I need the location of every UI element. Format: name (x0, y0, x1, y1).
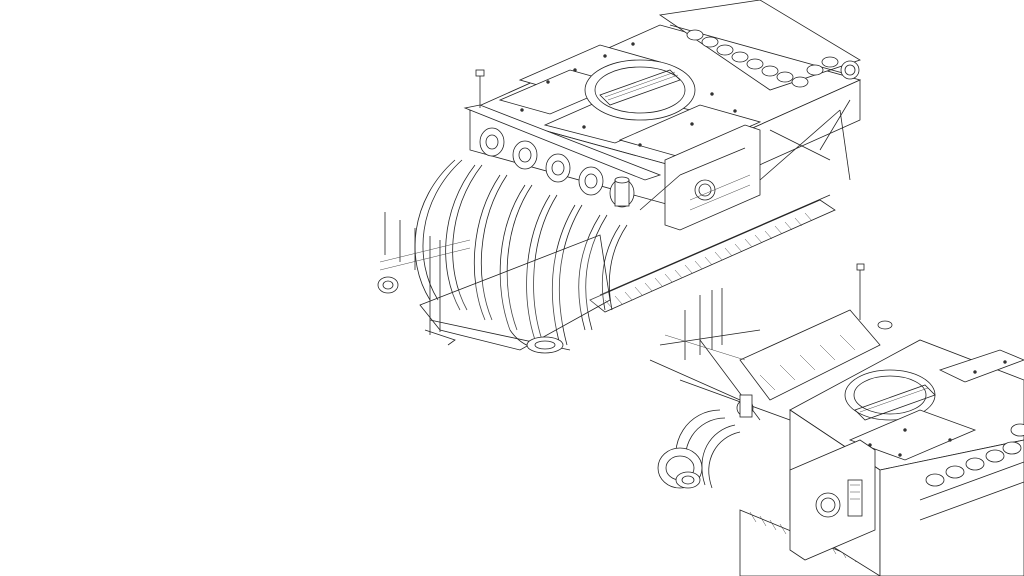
upper-rear-rack (658, 0, 861, 91)
lower-hose-array (657, 409, 741, 489)
upper-manifold-tray (419, 234, 611, 354)
upper-track (589, 194, 836, 313)
lower-vehicle-model[interactable] (649, 263, 1024, 576)
lower-frame-masts (649, 263, 893, 421)
upper-fan-units (686, 29, 839, 88)
upper-hose-array (414, 159, 628, 346)
upper-vehicle-model[interactable] (377, 0, 862, 354)
upper-sensor-masts (377, 212, 471, 346)
upper-frame-struts (639, 99, 851, 211)
lower-electronics-box (789, 439, 876, 561)
upper-electronics-box (664, 124, 761, 231)
lower-fan-units (919, 423, 1024, 521)
upper-front-nozzle-row (463, 69, 662, 208)
lower-slanted-panel (739, 309, 881, 401)
